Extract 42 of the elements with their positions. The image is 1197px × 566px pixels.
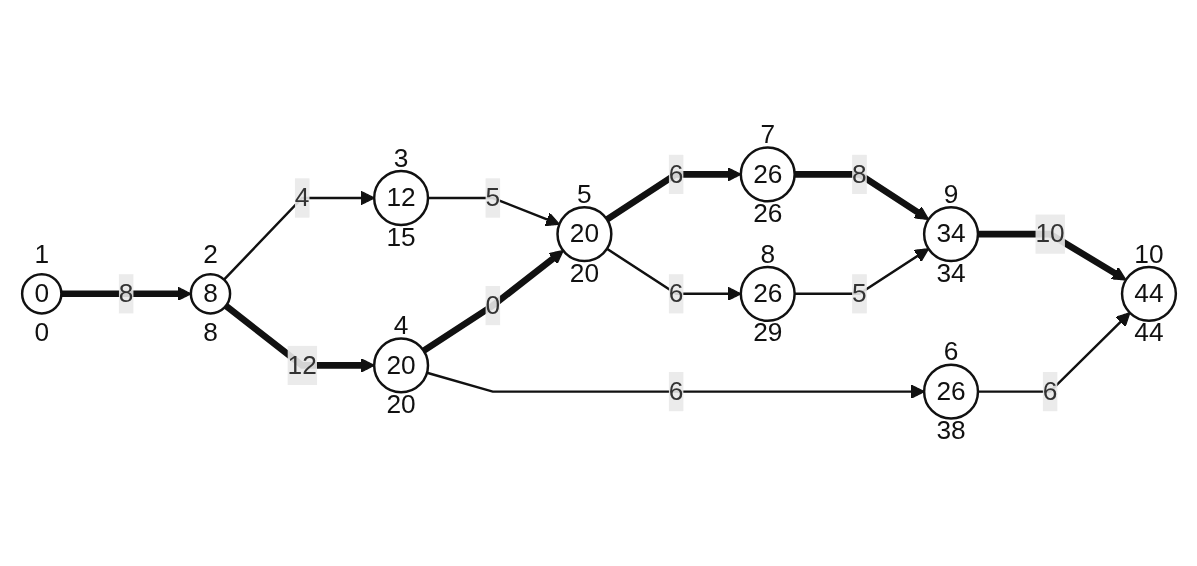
edge-label: 6 (1042, 376, 1057, 405)
edge-label: 5 (851, 279, 867, 307)
node-label: 10 (1133, 239, 1164, 268)
arrow (605, 247, 741, 302)
node-label: 9 (943, 179, 958, 208)
edge-label: 4 (294, 183, 309, 212)
node-label: 8 (202, 318, 218, 347)
node-label: 7 (759, 120, 775, 149)
node-circle: 12 (372, 169, 429, 227)
arrow (427, 196, 560, 227)
node-circle: 44 (1120, 265, 1177, 322)
edge-label: 5 (484, 183, 500, 212)
edge-label: 6 (668, 159, 683, 188)
edge-label: 8 (118, 279, 133, 307)
arrow (794, 248, 929, 296)
node-circle: 26 (739, 265, 796, 322)
node-circle: 34 (922, 205, 979, 263)
arrow (604, 167, 741, 223)
node-label: 4 (393, 311, 408, 340)
edge-label: 12 (287, 350, 317, 379)
node-label: 2 (202, 239, 218, 268)
node-circle: 0 (20, 272, 63, 315)
edge-label: 10 (1034, 219, 1065, 248)
edge-label: 6 (668, 279, 683, 307)
node-label: 0 (33, 318, 49, 347)
edge-label: 8 (851, 159, 867, 188)
arrow (421, 250, 564, 354)
node-label: 3 (393, 143, 408, 172)
edge-label: 0 (484, 290, 500, 319)
arrow (794, 171, 929, 221)
node-label: 8 (759, 239, 775, 268)
node-label: 1 (33, 239, 49, 268)
node-circle: 26 (739, 146, 796, 203)
node-circle: 8 (189, 272, 231, 315)
node-label: 6 (943, 337, 958, 366)
node-circle: 26 (922, 363, 979, 420)
node-circle: 20 (555, 205, 613, 263)
node-label: 5 (576, 179, 592, 208)
edge-label: 6 (668, 376, 683, 405)
arrow (60, 286, 191, 302)
arrow (977, 312, 1130, 393)
node-circle: 20 (372, 337, 429, 394)
